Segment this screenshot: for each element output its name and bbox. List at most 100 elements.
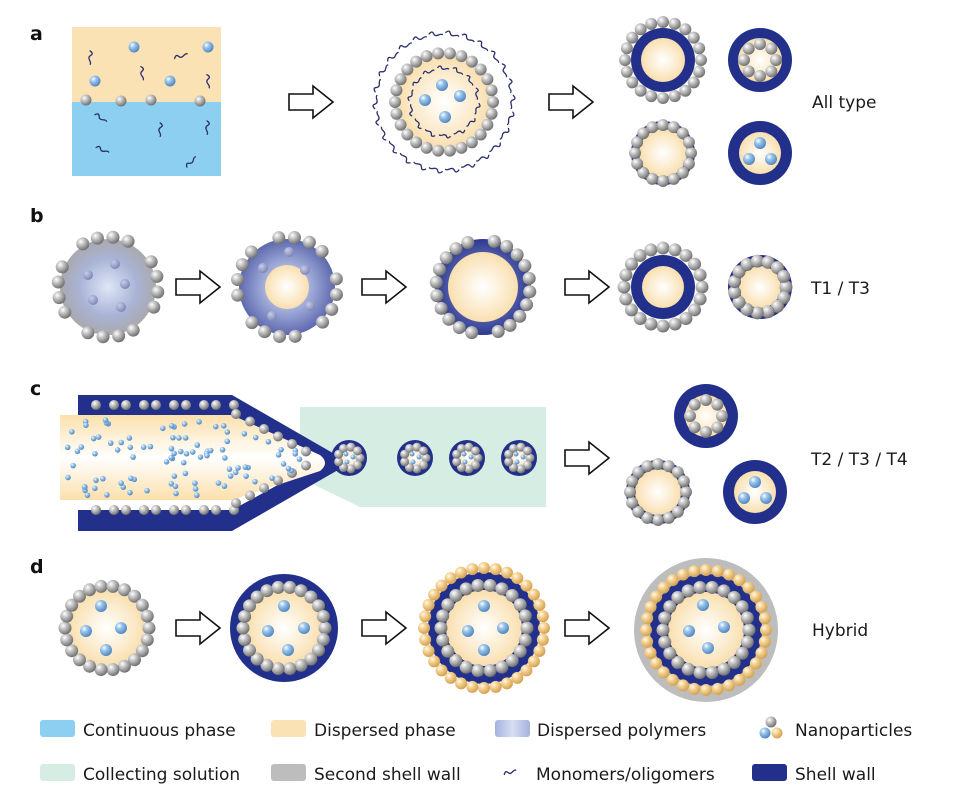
nanoparticle-gray bbox=[680, 486, 692, 498]
monomer-strand bbox=[438, 134, 451, 139]
nanoparticle-blue bbox=[765, 153, 777, 165]
monomer-strand bbox=[185, 156, 196, 168]
nanoparticle-gray bbox=[641, 511, 654, 524]
nanoparticle-blue bbox=[416, 454, 422, 460]
nanoparticle-blue bbox=[242, 464, 249, 470]
nanoparticle-gray bbox=[658, 635, 672, 649]
nanoparticle-gray bbox=[140, 633, 154, 647]
nanoparticle-blue bbox=[702, 642, 714, 654]
nanoparticle-gray bbox=[705, 666, 719, 680]
nanoparticle-gray bbox=[316, 315, 330, 329]
nanoparticle-blue bbox=[718, 621, 730, 633]
arrow-icon bbox=[564, 610, 611, 646]
nanoparticle-gray bbox=[272, 231, 286, 245]
nanoparticle-gray bbox=[245, 316, 259, 330]
nanoparticle-gray bbox=[91, 400, 101, 410]
nanoparticle-gray bbox=[677, 475, 690, 488]
nanoparticle-gray bbox=[652, 514, 664, 526]
nanoparticle-gray bbox=[657, 175, 669, 187]
nanoparticle-gray bbox=[231, 498, 241, 508]
nanoparticle-gray bbox=[91, 505, 101, 515]
nanoparticle-blue bbox=[207, 447, 214, 454]
nanoparticle-gray bbox=[273, 475, 283, 486]
nanoparticle-gray bbox=[750, 254, 764, 268]
nanoparticle-blue bbox=[697, 599, 709, 611]
nanoparticle-gray bbox=[58, 621, 72, 635]
nanoparticle-gray bbox=[641, 460, 654, 473]
nanoparticle-blue bbox=[95, 434, 102, 440]
monomer-strand bbox=[398, 42, 412, 50]
nanoparticle-gray bbox=[682, 136, 695, 149]
nanoparticle-blue bbox=[147, 443, 154, 450]
monomer-icon bbox=[499, 127, 510, 140]
nanoparticle-gray bbox=[429, 275, 443, 289]
nanoparticle-gray bbox=[688, 257, 702, 271]
nanoparticle-gray bbox=[128, 653, 142, 667]
nanoparticle-gray bbox=[169, 505, 179, 515]
nanoparticle-gray bbox=[742, 623, 756, 637]
nanoparticle-gray bbox=[662, 460, 675, 473]
nanoparticle-gray bbox=[473, 453, 483, 463]
monomer-strand bbox=[422, 69, 435, 75]
nanoparticle-gray bbox=[509, 443, 518, 453]
nanoparticle-gray bbox=[695, 54, 707, 66]
monomer-icon bbox=[373, 78, 382, 93]
monomer-icon bbox=[490, 50, 500, 64]
nanoparticle-blue bbox=[126, 435, 133, 441]
nanoparticle-blue bbox=[439, 111, 451, 123]
monomer-icon bbox=[378, 64, 389, 77]
nanoparticle-gray bbox=[151, 400, 161, 410]
panel-c-type-label: T2 / T3 / T4 bbox=[810, 450, 908, 470]
nanoparticle-gray bbox=[740, 257, 754, 271]
nanoparticle-gray bbox=[83, 659, 97, 673]
nanoparticle-gray bbox=[420, 50, 433, 63]
nanoparticle-gold bbox=[538, 622, 550, 634]
monomer-strand bbox=[428, 31, 444, 37]
nanoparticle-gray bbox=[117, 583, 131, 597]
nanoparticle-gray bbox=[455, 141, 468, 154]
nanoparticle-blue bbox=[92, 450, 98, 457]
monomer-strand bbox=[140, 66, 145, 81]
nanoparticle-gray bbox=[112, 329, 126, 343]
nanoparticle-gray bbox=[236, 621, 250, 635]
nanoparticle-gray bbox=[668, 90, 681, 103]
nanoparticle-blue bbox=[118, 480, 124, 486]
monomer-icon bbox=[453, 129, 466, 135]
nanoparticle-gray bbox=[60, 633, 74, 647]
nanoparticle-blue bbox=[80, 625, 92, 637]
nanoparticle-blue bbox=[269, 475, 275, 481]
monomer-icon bbox=[398, 42, 412, 50]
nanoparticle-gold bbox=[520, 664, 533, 677]
panel-b-capsule-types bbox=[617, 241, 793, 333]
nanoparticle-ghost bbox=[305, 301, 315, 311]
nanoparticle-gray bbox=[631, 136, 644, 149]
nanoparticle-gold bbox=[520, 579, 533, 592]
nanoparticle-blue bbox=[107, 440, 114, 446]
nanoparticle-gray bbox=[634, 23, 647, 36]
nanoparticle-gold bbox=[428, 588, 441, 601]
monomer-strand bbox=[508, 78, 513, 94]
nanoparticle-gray bbox=[516, 442, 526, 452]
monomer-icon bbox=[474, 102, 481, 115]
nanoparticle-gold bbox=[722, 568, 735, 581]
nanoparticle-gray bbox=[631, 157, 644, 170]
nanoparticle-blue bbox=[409, 451, 415, 457]
nanoparticle-blue bbox=[170, 434, 176, 441]
nanoparticle-gray bbox=[106, 663, 120, 677]
nanoparticle-gray bbox=[742, 65, 755, 78]
nanoparticle-blue bbox=[265, 438, 272, 445]
monomer-icon bbox=[409, 104, 413, 117]
nanoparticle-gray bbox=[311, 599, 325, 613]
nanoparticle-gray bbox=[464, 464, 474, 474]
nanoparticle-blue bbox=[168, 480, 175, 487]
nanoparticle-gray bbox=[449, 242, 463, 256]
nanoparticle-gray bbox=[656, 241, 670, 255]
nanoparticle-gray bbox=[727, 591, 741, 605]
monomer-strand bbox=[499, 127, 510, 140]
panel-c-microfluidic-device bbox=[60, 395, 546, 531]
nanoparticle-blue bbox=[759, 727, 771, 739]
nanoparticle-blue bbox=[278, 446, 284, 453]
dispersed-polymers bbox=[60, 239, 156, 335]
nanoparticle-gray bbox=[676, 166, 689, 179]
